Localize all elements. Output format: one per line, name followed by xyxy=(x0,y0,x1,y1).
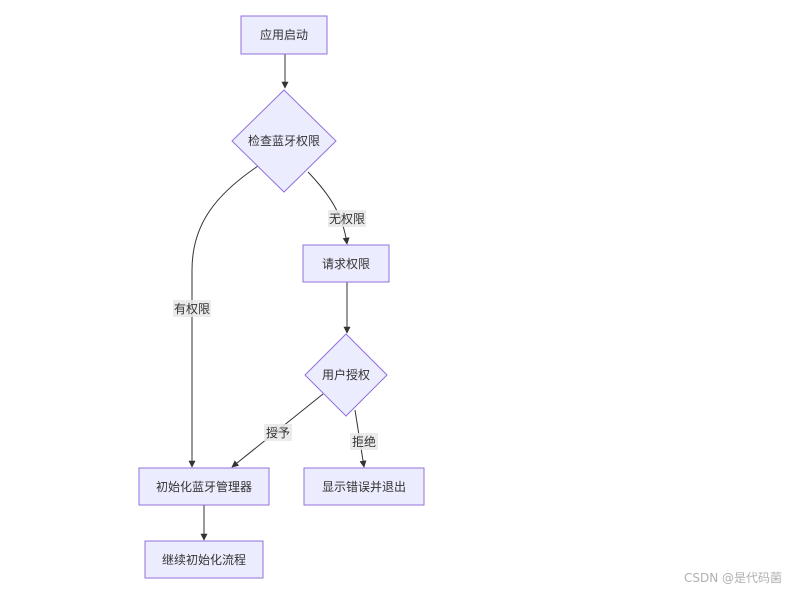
node-show-error-exit: 显示错误并退出 xyxy=(303,467,425,506)
node-continue-init-label: 继续初始化流程 xyxy=(162,552,246,567)
node-init-bluetooth-manager-label: 初始化蓝牙管理器 xyxy=(156,479,252,494)
node-init-bluetooth-manager: 初始化蓝牙管理器 xyxy=(138,467,270,506)
node-app-start: 应用启动 xyxy=(240,15,328,55)
node-check-permission-label: 检查蓝牙权限 xyxy=(248,133,320,148)
node-user-authorize-label: 用户授权 xyxy=(322,367,370,382)
watermark: CSDN @是代码菌 xyxy=(683,571,782,585)
edge-label-has-permission: 有权限 xyxy=(173,300,211,317)
node-user-authorize: 用户授权 xyxy=(304,333,388,417)
edge-check-to-init xyxy=(188,165,259,468)
node-check-permission: 检查蓝牙权限 xyxy=(231,89,337,193)
edge-label-no-permission: 无权限 xyxy=(328,210,366,227)
edge-label-deny-text: 拒绝 xyxy=(352,434,376,449)
edge-label-has-permission-text: 有权限 xyxy=(174,302,210,316)
node-request-permission-label: 请求权限 xyxy=(322,257,370,271)
edge-check-to-request xyxy=(307,171,350,245)
node-show-error-exit-label: 显示错误并退出 xyxy=(322,480,406,494)
edge-label-deny: 拒绝 xyxy=(350,433,378,450)
node-request-permission: 请求权限 xyxy=(302,244,390,283)
node-app-start-label: 应用启动 xyxy=(260,27,308,42)
node-continue-init: 继续初始化流程 xyxy=(144,540,264,579)
edge-label-grant: 授予 xyxy=(264,424,292,441)
edge-label-grant-text: 授予 xyxy=(266,425,290,440)
edge-label-no-permission-text: 无权限 xyxy=(329,212,365,226)
